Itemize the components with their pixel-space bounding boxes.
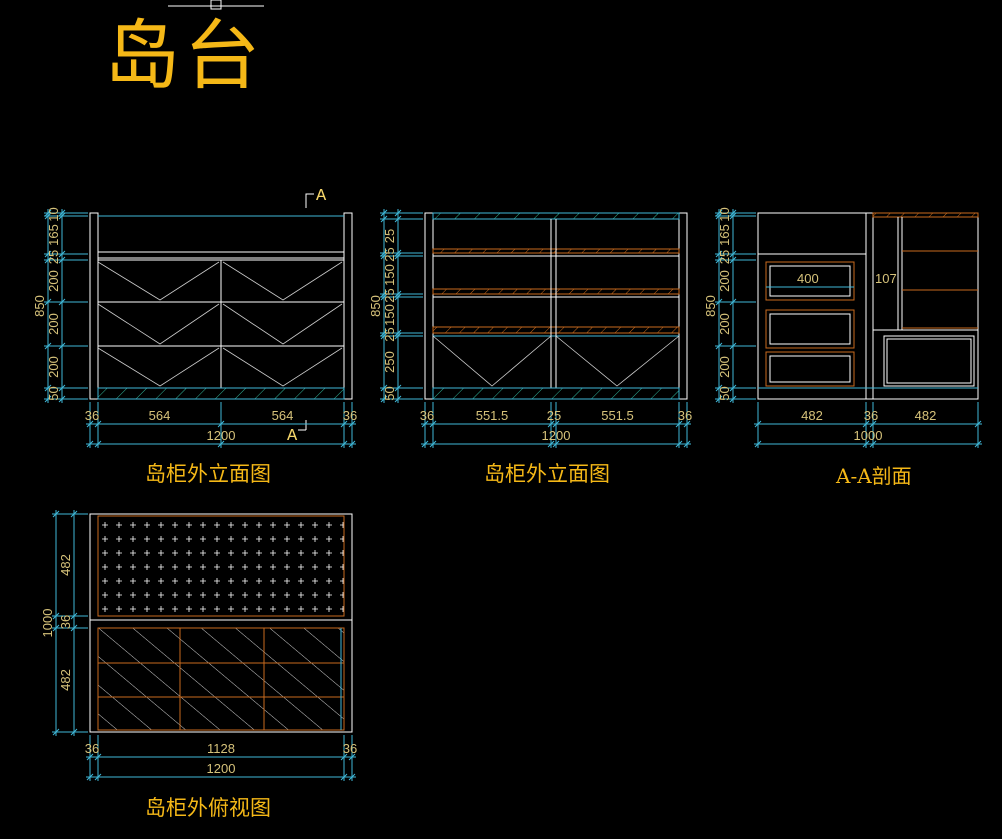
dim-total-1000: 1000 [854, 428, 883, 443]
plan-label: 岛柜外俯视图 [145, 796, 271, 820]
dim-v-10: 10 [46, 207, 61, 221]
dim-v-total-1000: 1000 [40, 609, 55, 638]
dim-482: 482 [801, 408, 823, 423]
dim-v-200: 200 [717, 356, 732, 378]
dim-v-36: 36 [58, 615, 73, 629]
inner-dim-107: 107 [875, 271, 897, 286]
dim-36: 36 [85, 741, 99, 756]
dim-total-1200: 1200 [542, 428, 571, 443]
dim-v-200: 200 [46, 313, 61, 335]
dim-v-25: 25 [382, 327, 397, 341]
section-label: A-A剖面 [836, 464, 912, 488]
dim-36: 36 [864, 408, 878, 423]
dim-v-150: 150 [382, 304, 397, 326]
dim-v-total-850: 850 [368, 295, 383, 317]
top-marker [168, 0, 264, 10]
dim-v-482: 482 [58, 554, 73, 576]
dim-total-1200: 1200 [207, 428, 236, 443]
dim-v-50: 50 [717, 386, 732, 400]
dim-36: 36 [420, 408, 434, 423]
dim-551.5: 551.5 [601, 408, 634, 423]
dim-v-200: 200 [46, 270, 61, 292]
dim-v-50: 50 [382, 386, 397, 400]
dim-v-200: 200 [46, 356, 61, 378]
dim-total-1200: 1200 [207, 761, 236, 776]
drawing-title: 岛台 [104, 11, 264, 100]
dim-36: 36 [343, 741, 357, 756]
dim-v-200: 200 [717, 313, 732, 335]
elevation-view-2 [424, 212, 688, 400]
dim-v-total-850: 850 [703, 295, 718, 317]
dim-36: 36 [343, 408, 357, 423]
plan-view [89, 513, 353, 733]
section-mark-top: A [316, 187, 327, 206]
dim-v-150: 150 [382, 264, 397, 286]
dim-v-25: 25 [382, 247, 397, 261]
elevation-1-label: 岛柜外立面图 [145, 462, 271, 486]
dim-v-10: 10 [717, 207, 732, 221]
inner-dim-400: 400 [797, 271, 819, 286]
dim-v-250: 250 [382, 351, 397, 373]
dim-25: 25 [547, 408, 561, 423]
dim-v-25: 25 [717, 250, 732, 264]
dim-v-165: 165 [46, 224, 61, 246]
dim-v-total-850: 850 [32, 295, 47, 317]
section-mark-bottom: A [287, 427, 298, 446]
dim-564: 564 [272, 408, 294, 423]
dim-v-25: 25 [382, 229, 397, 243]
elevation-view-1: A A [89, 187, 353, 446]
dim-36: 36 [85, 408, 99, 423]
dim-v-200: 200 [717, 270, 732, 292]
dim-36: 36 [678, 408, 692, 423]
dim-v-50: 50 [46, 386, 61, 400]
dim-482: 482 [915, 408, 937, 423]
dim-v-25: 25 [382, 288, 397, 302]
elevation-2-label: 岛柜外立面图 [484, 462, 610, 486]
dim-564: 564 [149, 408, 171, 423]
dim-1128: 1128 [207, 741, 235, 756]
section-view: 400 107 [757, 212, 979, 400]
dim-551.5: 551.5 [476, 408, 509, 423]
dimensions: 36 564 564 36 1200 50 200 200 200 25 165 10 850 36 551… [32, 207, 982, 781]
dim-v-482: 482 [58, 669, 73, 691]
dim-v-25: 25 [46, 250, 61, 264]
dim-v-165: 165 [717, 224, 732, 246]
